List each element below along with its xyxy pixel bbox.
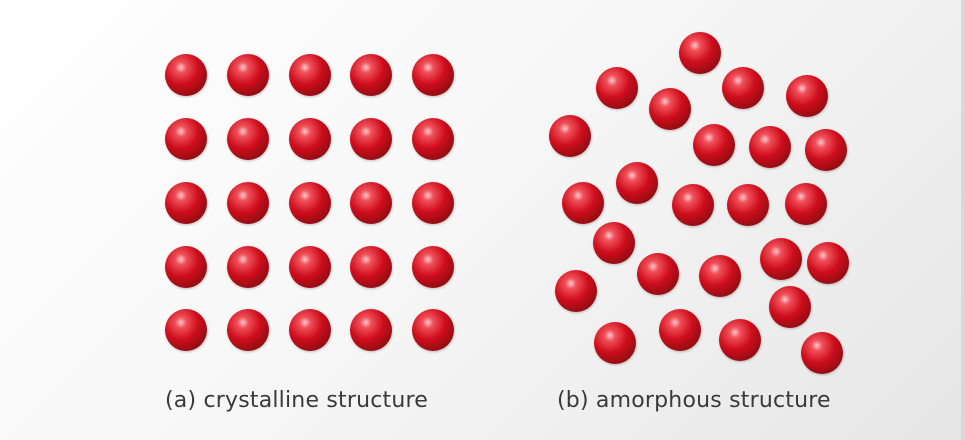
- amorphous-atom: [749, 126, 791, 168]
- amorphous-atom: [801, 332, 843, 374]
- crystalline-atom: [350, 246, 392, 288]
- crystalline-atom: [289, 182, 331, 224]
- crystalline-atom: [165, 309, 207, 351]
- amorphous-atom: [722, 67, 764, 109]
- amorphous-atom: [593, 222, 635, 264]
- crystalline-atom: [165, 118, 207, 160]
- right-edge-strip: [961, 0, 965, 440]
- caption-crystalline: (a) crystalline structure: [165, 388, 429, 413]
- amorphous-atom: [807, 242, 849, 284]
- crystalline-atom: [350, 118, 392, 160]
- crystalline-atom: [350, 309, 392, 351]
- crystalline-atom: [412, 54, 454, 96]
- caption-amorphous: (b) amorphous structure: [557, 388, 831, 413]
- amorphous-atom: [549, 115, 591, 157]
- crystalline-atom: [289, 118, 331, 160]
- crystalline-atom: [165, 182, 207, 224]
- crystalline-atom: [350, 54, 392, 96]
- amorphous-atom: [672, 184, 714, 226]
- amorphous-atom: [555, 270, 597, 312]
- amorphous-atom: [659, 309, 701, 351]
- crystalline-atom: [412, 182, 454, 224]
- amorphous-atom: [679, 32, 721, 74]
- crystalline-lattice: [165, 54, 454, 351]
- crystalline-atom: [289, 54, 331, 96]
- crystalline-atom: [289, 309, 331, 351]
- amorphous-arrangement: [549, 32, 849, 374]
- crystalline-atom: [165, 54, 207, 96]
- amorphous-atom: [719, 319, 761, 361]
- crystalline-atom: [227, 246, 269, 288]
- amorphous-atom: [699, 255, 741, 297]
- amorphous-atom: [805, 129, 847, 171]
- amorphous-atom: [769, 286, 811, 328]
- amorphous-atom: [596, 67, 638, 109]
- amorphous-atom: [594, 322, 636, 364]
- amorphous-atom: [637, 253, 679, 295]
- crystalline-atom: [227, 118, 269, 160]
- amorphous-atom: [616, 162, 658, 204]
- crystalline-atom: [350, 182, 392, 224]
- crystalline-atom: [227, 182, 269, 224]
- amorphous-atom: [693, 124, 735, 166]
- crystalline-atom: [412, 118, 454, 160]
- crystalline-atom: [412, 246, 454, 288]
- amorphous-atom: [562, 182, 604, 224]
- crystalline-atom: [412, 309, 454, 351]
- crystalline-atom: [227, 309, 269, 351]
- crystalline-atom: [289, 246, 331, 288]
- amorphous-atom: [649, 88, 691, 130]
- amorphous-atom: [760, 238, 802, 280]
- amorphous-atom: [786, 75, 828, 117]
- crystalline-atom: [227, 54, 269, 96]
- crystalline-atom: [165, 246, 207, 288]
- amorphous-atom: [727, 184, 769, 226]
- amorphous-atom: [785, 183, 827, 225]
